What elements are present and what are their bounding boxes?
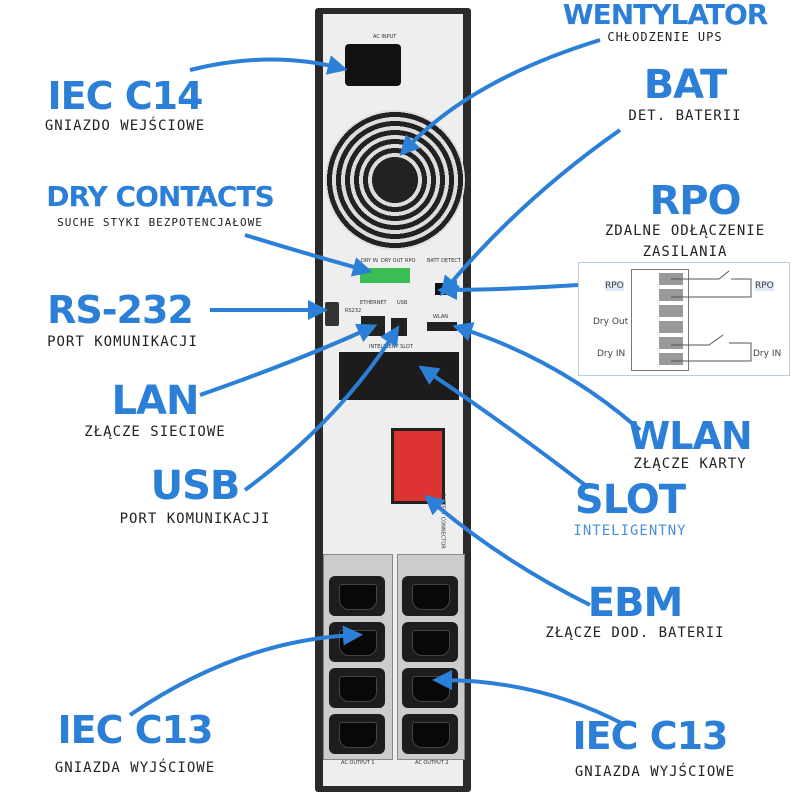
label-rpo-title: RPO <box>649 178 741 224</box>
wlan-port <box>427 322 457 331</box>
label-c13-left-sub: GNIAZDA WYJŚCIOWE <box>54 760 216 776</box>
arrow-fan <box>399 38 601 156</box>
label-fan-sub: CHŁODZENIE UPS <box>607 30 723 44</box>
arrow-c13r <box>432 670 626 727</box>
inset-wiring <box>671 270 752 362</box>
label-wlan-title: WLAN <box>628 414 752 458</box>
label-usb-sub: PORT KOMUNIKACJI <box>119 511 271 527</box>
label-c13-right-title: IEC C13 <box>572 714 729 758</box>
label-rpo-sub: ZDALNE ODŁĄCZENIE <box>604 223 766 239</box>
output-1-label: AC OUTPUT 1 <box>341 760 375 766</box>
arrow-ebm <box>423 494 591 607</box>
arrow-usb <box>243 325 400 492</box>
label-c14-sub: GNIAZDO WEJŚCIOWE <box>44 118 206 134</box>
label-lan-sub: ZŁĄCZE SIECIOWE <box>84 424 226 440</box>
arrow-bat <box>439 128 622 297</box>
label-bat-title: BAT <box>643 62 728 108</box>
fan-hub <box>375 160 415 200</box>
batt-detect-label: BATT DETECT <box>427 258 461 264</box>
label-dry-sub: SUCHE STYKI BEZPOTENCJAŁOWE <box>57 216 263 229</box>
rpo-label: RPO <box>405 258 416 264</box>
arrow-lan <box>199 323 378 397</box>
ethernet-label: ETHERNET <box>360 300 387 306</box>
outlet <box>402 622 458 662</box>
wlan-label: WLAN <box>433 314 449 320</box>
ac-input-socket <box>345 44 401 86</box>
outlet <box>402 714 458 754</box>
label-c14-title: IEC C14 <box>47 74 204 118</box>
label-wlan-sub: ZŁĄCZE KARTY <box>633 456 747 472</box>
arrow-rpo <box>437 279 579 300</box>
usb-label: USB <box>397 300 408 306</box>
outlet <box>402 576 458 616</box>
arrow-c14 <box>189 55 348 75</box>
label-lan-title: LAN <box>111 378 200 424</box>
arrow-slot <box>418 365 587 487</box>
ebm-connector <box>391 428 445 504</box>
label-bat-sub: DET. BATERII <box>628 108 742 124</box>
label-slot-sub: INTELIGENTNY <box>573 523 687 539</box>
inset-rpo-left: RPO <box>605 281 624 291</box>
outlet <box>329 714 385 754</box>
label-ebm-title: EBM <box>587 580 684 626</box>
output-2-label: AC OUTPUT 2 <box>415 760 449 766</box>
label-rpo-sub2: ZASILANIA <box>642 244 728 260</box>
rpo-wiring-inset: RPO Dry Out Dry IN RPO Dry IN <box>578 262 790 376</box>
ac-input-label: AC INPUT <box>373 34 397 40</box>
arrow-c13l <box>128 625 363 717</box>
label-ebm-sub: ZŁĄCZE DOD. BATERII <box>545 625 725 641</box>
label-usb-title: USB <box>150 463 241 509</box>
rs232-port <box>325 302 339 326</box>
outlet <box>329 576 385 616</box>
label-slot-title: SLOT <box>574 477 686 523</box>
terminal-pins <box>659 273 683 367</box>
label-rs232-title: RS-232 <box>47 288 194 332</box>
rs232-label: RS232 <box>345 308 362 314</box>
inset-dry-in-right: Dry IN <box>753 349 782 359</box>
arrow-wlan <box>452 322 642 432</box>
label-fan-title: WENTYLATOR <box>562 0 769 31</box>
label-c13-right-sub: GNIAZDA WYJŚCIOWE <box>574 764 736 780</box>
arrow-dry <box>244 233 373 277</box>
label-rs232-sub: PORT KOMUNIKACJI <box>47 334 198 350</box>
inset-rpo-right: RPO <box>755 281 774 291</box>
terminal-block <box>631 269 689 371</box>
dry-out-label: DRY OUT <box>381 258 404 264</box>
outlet <box>329 668 385 708</box>
inset-dry-out: Dry Out <box>593 317 629 327</box>
label-c13-left-title: IEC C13 <box>57 708 214 752</box>
inset-dry-in-left: Dry IN <box>597 349 626 359</box>
label-dry-title: DRY CONTACTS <box>46 180 275 213</box>
